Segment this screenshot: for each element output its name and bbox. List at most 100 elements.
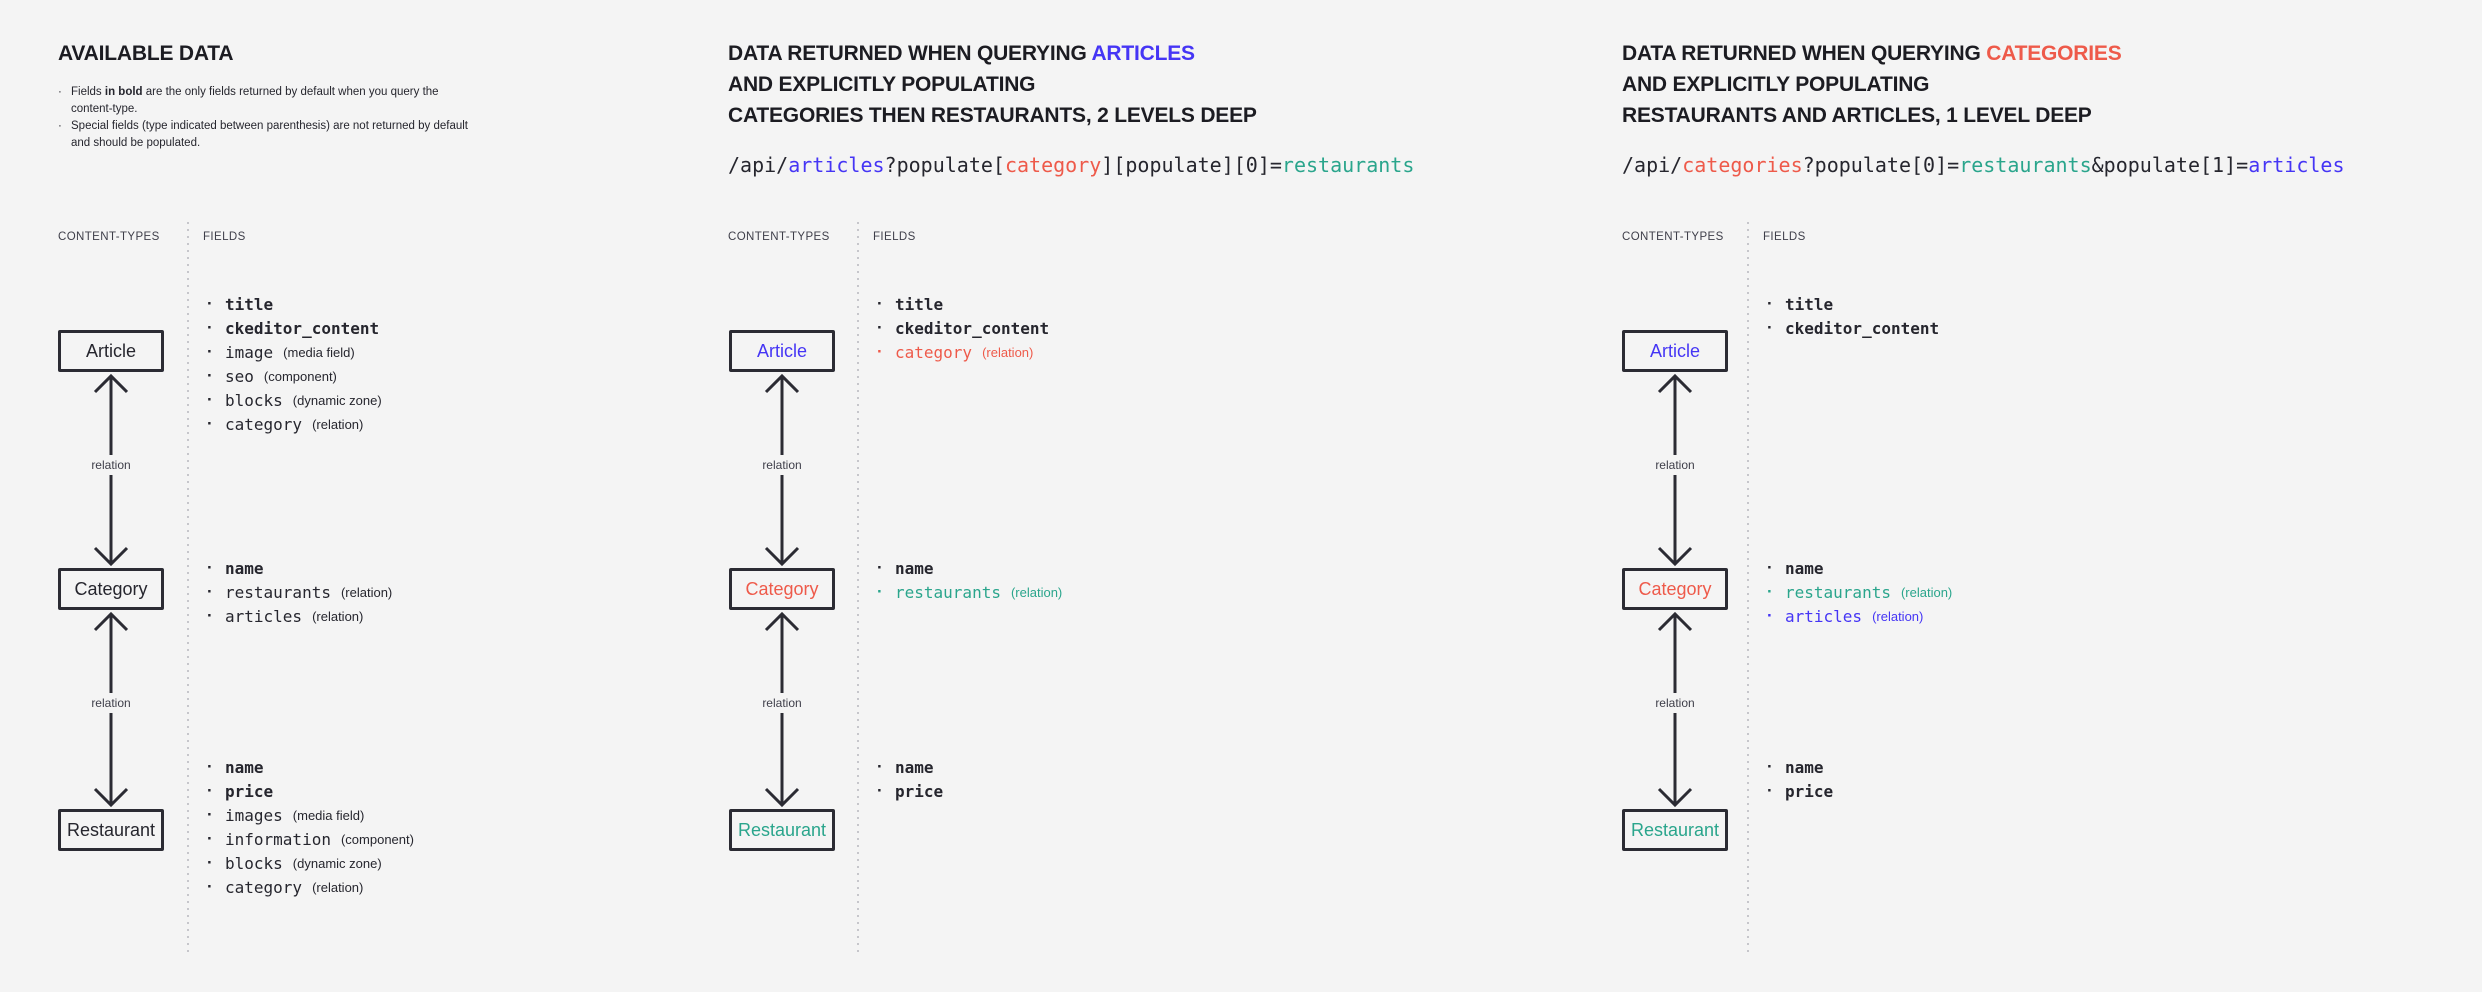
content-type-label: Restaurant xyxy=(1630,819,1720,840)
field-item: · information (component) xyxy=(207,827,414,851)
field-item: · name xyxy=(1767,755,1843,779)
field-item: · category (relation) xyxy=(207,412,389,436)
field-name: name xyxy=(1785,558,1824,578)
bullet-icon: · xyxy=(58,120,62,132)
api-segment: &populate[1]= xyxy=(2091,153,2249,177)
field-name: name xyxy=(225,757,264,777)
field-annotation: (component) xyxy=(340,831,414,847)
article-fields-list: · title · ckeditor_content · image (medi… xyxy=(207,292,389,436)
field-item: · title xyxy=(207,292,389,316)
api-segment: restaurants xyxy=(1959,153,2092,177)
title-highlight: CATEGORIES xyxy=(1986,42,2122,65)
field-item: · blocks (dynamic zone) xyxy=(207,388,389,412)
field-annotation: (relation) xyxy=(982,344,1034,360)
field-name: name xyxy=(225,558,264,578)
dotted-divider xyxy=(187,222,189,957)
bullet-icon: · xyxy=(207,294,213,313)
api-segment: restaurants xyxy=(1281,153,1415,177)
field-name: category xyxy=(225,414,303,434)
field-item: · name xyxy=(207,755,414,779)
field-name: name xyxy=(895,757,934,777)
restaurant-fields-list: · name · price xyxy=(1767,755,1843,803)
field-name: price xyxy=(895,781,944,801)
field-item: · articles (relation) xyxy=(1767,604,1952,628)
field-annotation: (dynamic zone) xyxy=(292,392,382,408)
field-name: category xyxy=(895,342,973,362)
content-type-box-article: Article xyxy=(58,330,164,372)
field-name: category xyxy=(225,877,303,897)
page-title: DATA RETURNED WHEN QUERYING ARTICLES AND… xyxy=(728,38,1257,131)
bullet-icon: · xyxy=(1767,582,1773,601)
note-item: · Fields in bold are the only fields ret… xyxy=(58,84,474,118)
field-name: restaurants xyxy=(1785,582,1891,602)
api-query-path: /api/articles?populate[category][populat… xyxy=(728,150,1414,180)
field-item: · ckeditor_content xyxy=(1767,316,1949,340)
title-text: CATEGORIES THEN RESTAURANTS, 2 LEVELS DE… xyxy=(728,104,1257,127)
restaurant-fields-list: · name · price xyxy=(877,755,953,803)
field-name: title xyxy=(895,294,944,314)
bullet-icon: · xyxy=(207,558,213,577)
bullet-icon: · xyxy=(1767,294,1773,313)
field-name: images xyxy=(225,805,283,825)
relation-label: relation xyxy=(1645,693,1705,713)
field-name: name xyxy=(895,558,934,578)
field-name: title xyxy=(225,294,274,314)
field-item: · name xyxy=(877,755,953,779)
bullet-icon: · xyxy=(58,86,62,98)
bullet-icon: · xyxy=(207,414,213,433)
relation-label: relation xyxy=(81,693,141,713)
content-type-box-category: Category xyxy=(729,568,835,610)
field-item: · seo (component) xyxy=(207,364,389,388)
field-name: articles xyxy=(1785,606,1863,626)
bullet-icon: · xyxy=(877,582,883,601)
field-name: blocks xyxy=(225,390,283,410)
bullet-icon: · xyxy=(877,342,883,361)
page-title: DATA RETURNED WHEN QUERYING CATEGORIES A… xyxy=(1622,38,2122,131)
bullet-icon: · xyxy=(877,757,883,776)
field-item: · price xyxy=(207,779,414,803)
fields-header: FIELDS xyxy=(873,231,916,243)
restaurant-fields-list: · name · price · images (media field) · … xyxy=(207,755,414,899)
field-name: price xyxy=(1785,781,1834,801)
field-annotation: (component) xyxy=(263,368,337,384)
content-type-label: Category xyxy=(74,578,148,599)
bullet-icon: · xyxy=(877,781,883,800)
fields-header: FIELDS xyxy=(1763,231,1806,243)
field-annotation: (relation) xyxy=(1872,608,1924,624)
category-fields-list: · name · restaurants (relation) · articl… xyxy=(207,556,392,628)
content-type-box-article: Article xyxy=(1622,330,1728,372)
bullet-icon: · xyxy=(207,781,213,800)
bullet-icon: · xyxy=(207,877,213,896)
field-item: · restaurants (relation) xyxy=(877,580,1062,604)
content-type-label: Article xyxy=(756,340,807,361)
bullet-icon: · xyxy=(207,342,213,361)
api-segment: articles xyxy=(2248,153,2345,177)
content-type-label: Category xyxy=(745,578,819,599)
field-annotation: (media field) xyxy=(283,344,355,360)
field-item: · image (media field) xyxy=(207,340,389,364)
field-annotation: (relation) xyxy=(312,608,364,624)
field-item: · ckeditor_content xyxy=(877,316,1059,340)
relation-label: relation xyxy=(81,455,141,475)
api-segment: category xyxy=(1004,153,1102,177)
bullet-icon: · xyxy=(877,558,883,577)
bullet-icon: · xyxy=(1767,558,1773,577)
bullet-icon: · xyxy=(207,853,213,872)
bullet-icon: · xyxy=(207,829,213,848)
field-annotation: (media field) xyxy=(292,807,365,823)
field-name: blocks xyxy=(225,853,283,873)
relation-label: relation xyxy=(752,455,812,475)
article-fields-list: · title · ckeditor_content xyxy=(1767,292,1949,340)
content-type-label: Article xyxy=(1649,340,1700,361)
dotted-divider xyxy=(857,222,859,957)
title-text: DATA RETURNED WHEN QUERYING xyxy=(728,42,1092,65)
content-type-box-category: Category xyxy=(1622,568,1728,610)
field-annotation: (relation) xyxy=(1900,584,1953,600)
content-type-box-article: Article xyxy=(729,330,835,372)
api-segment: ?populate[ xyxy=(884,153,1005,177)
bullet-icon: · xyxy=(207,757,213,776)
bullet-icon: · xyxy=(207,805,213,824)
relation-label: relation xyxy=(752,693,812,713)
field-annotation: (relation) xyxy=(1010,584,1063,600)
